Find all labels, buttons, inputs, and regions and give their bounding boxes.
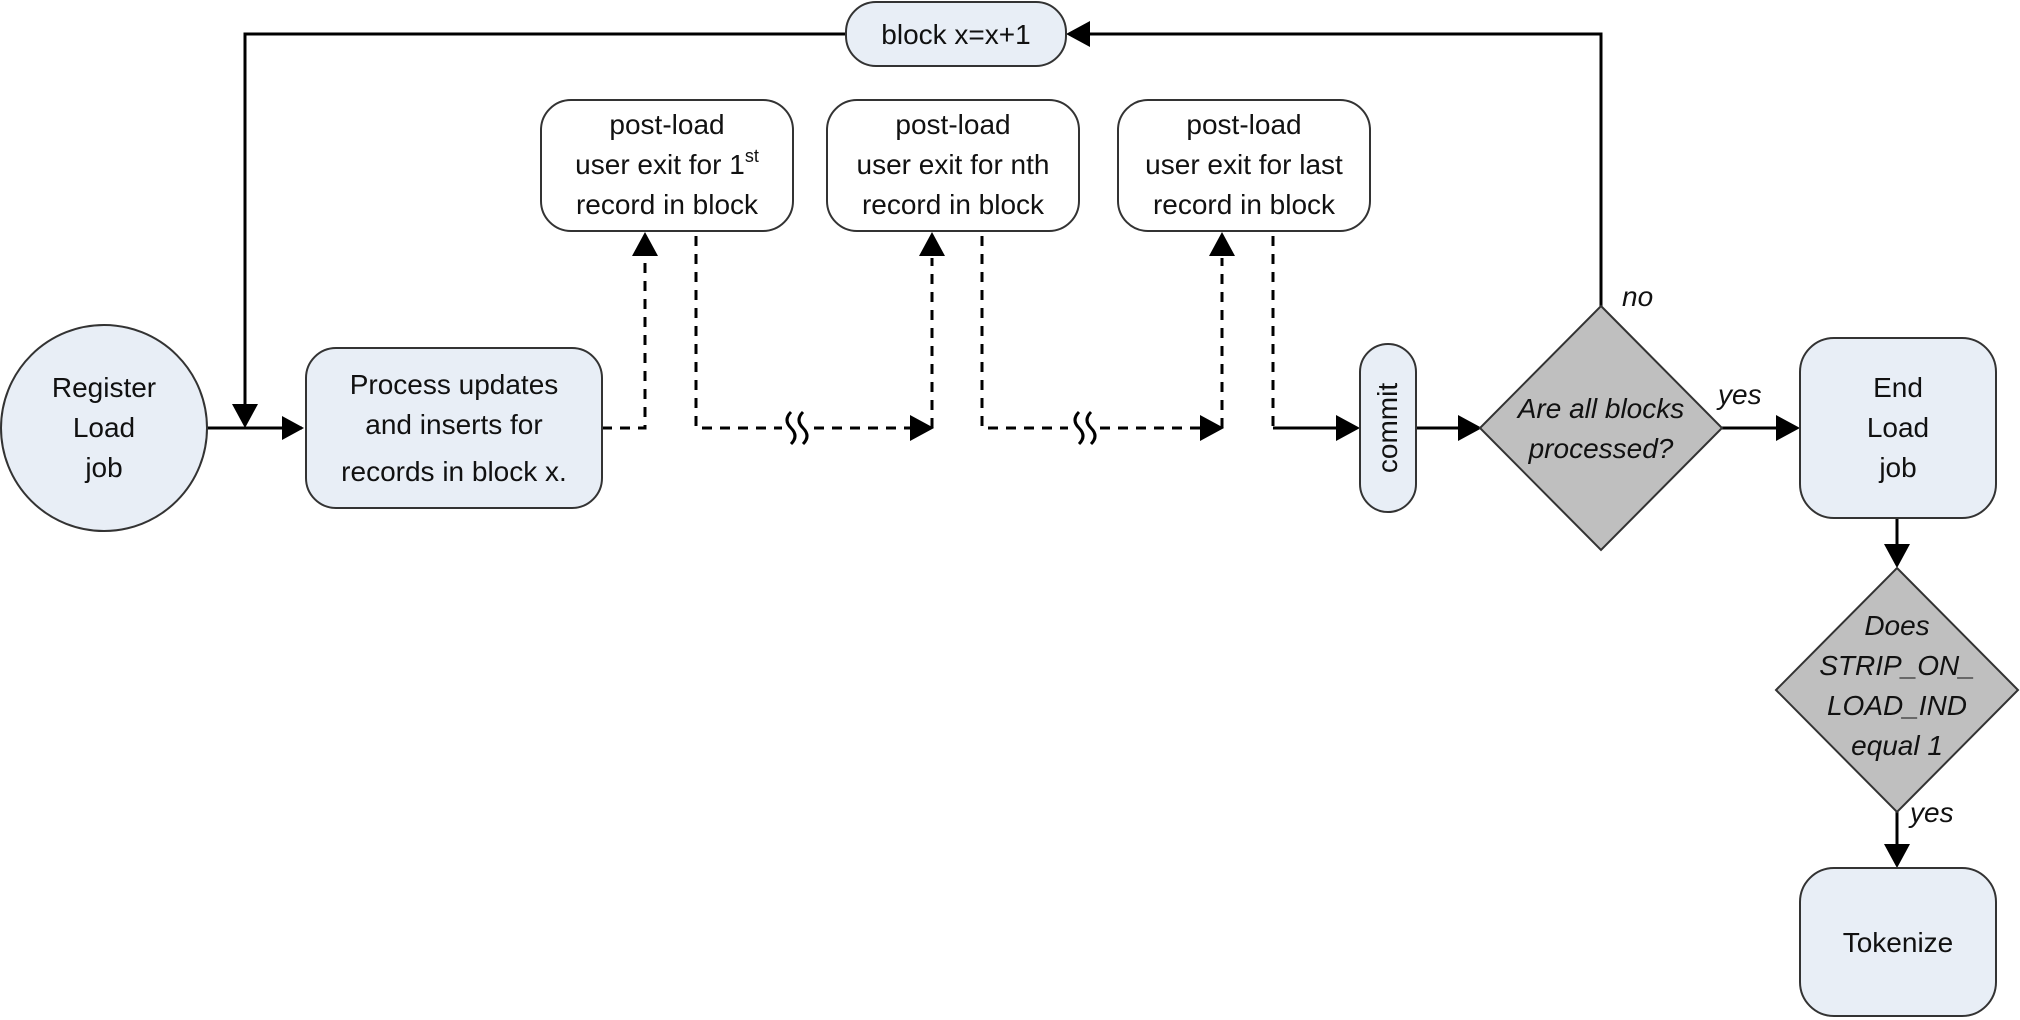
process-line-2: and inserts for: [365, 409, 542, 440]
exit-nth-line-2: user exit for nth: [857, 149, 1050, 180]
edge-exit-first-down: [694, 236, 782, 430]
increment-label: block x=x+1: [881, 19, 1030, 50]
exit-first-line-2: user exit for 1st: [575, 146, 759, 180]
exit-nth-node: post-load user exit for nth record in bl…: [826, 99, 1080, 232]
all-blocks-line-2: processed?: [1528, 433, 1674, 464]
strip-line-4: equal 1: [1851, 730, 1943, 761]
break-mark-2b: [1085, 410, 1097, 446]
edge-increment-to-process: [243, 32, 846, 406]
arrowhead: [1458, 415, 1482, 441]
exit-first-superscript: st: [745, 146, 759, 166]
all-blocks-line-1: Are all blocks: [1516, 393, 1685, 424]
arrowhead: [1336, 415, 1360, 441]
tokenize-label: Tokenize: [1843, 927, 1954, 958]
strip-line-1: Does: [1864, 610, 1929, 641]
arrowhead: [919, 232, 945, 256]
register-line-2: Load: [73, 412, 135, 443]
process-line-1: Process updates: [350, 369, 559, 400]
strip-line-2: STRIP_ON_: [1819, 650, 1975, 681]
arrowhead: [910, 415, 934, 441]
edge-exit-nth-down: [980, 236, 1068, 430]
break-mark-1a: [785, 410, 797, 446]
commit-label: commit: [1372, 383, 1403, 473]
edge-process-to-exit-first: [602, 258, 647, 430]
break-mark-2a: [1073, 410, 1085, 446]
break-mark-1b: [797, 410, 809, 446]
exit-last-node: post-load user exit for last record in b…: [1117, 99, 1371, 232]
end-line-2: Load: [1867, 412, 1929, 443]
end-line-1: End: [1873, 372, 1923, 403]
arrowhead: [632, 232, 658, 256]
register-line-3: job: [84, 452, 122, 483]
arrowhead: [1884, 844, 1910, 868]
strip-check-decision-node: Does STRIP_ON_ LOAD_IND equal 1: [1774, 566, 2020, 814]
exit-last-line-2: user exit for last: [1145, 149, 1343, 180]
end-load-job-node: End Load job: [1799, 337, 1997, 519]
register-line-1: Register: [52, 372, 156, 403]
tokenize-node: Tokenize: [1799, 867, 1997, 1017]
process-block-node: Process updates and inserts for records …: [305, 347, 603, 509]
arrowhead: [1209, 232, 1235, 256]
register-load-job-node: Register Load job: [0, 324, 208, 532]
edge-label-yes-end: yes: [1716, 379, 1762, 410]
all-blocks-decision-node: Are all blocks processed?: [1478, 304, 1724, 552]
edge-label-no: no: [1622, 281, 1653, 312]
exit-nth-line-1: post-load: [895, 109, 1010, 140]
increment-block-node: block x=x+1: [845, 1, 1067, 67]
exit-first-line-3: record in block: [576, 189, 759, 220]
process-line-3: records in block x.: [341, 456, 567, 487]
end-line-3: job: [1878, 452, 1916, 483]
arrowhead: [282, 416, 304, 440]
strip-line-3: LOAD_IND: [1827, 690, 1967, 721]
edge-label-yes-tokenize: yes: [1908, 797, 1954, 828]
exit-nth-line-3: record in block: [862, 189, 1045, 220]
commit-node: commit: [1359, 343, 1417, 513]
exit-first-line-1: post-load: [609, 109, 724, 140]
edge-no-loop: [1090, 32, 1603, 306]
exit-last-line-1: post-load: [1186, 109, 1301, 140]
arrowhead: [1200, 415, 1224, 441]
arrowhead: [1884, 544, 1910, 568]
exit-first-node: post-load user exit for 1st record in bl…: [540, 99, 794, 232]
exit-first-line-2-text: user exit for 1: [575, 149, 745, 180]
arrowhead: [232, 404, 258, 428]
arrowhead: [1776, 415, 1800, 441]
arrowhead: [1066, 21, 1090, 47]
exit-last-line-3: record in block: [1153, 189, 1336, 220]
